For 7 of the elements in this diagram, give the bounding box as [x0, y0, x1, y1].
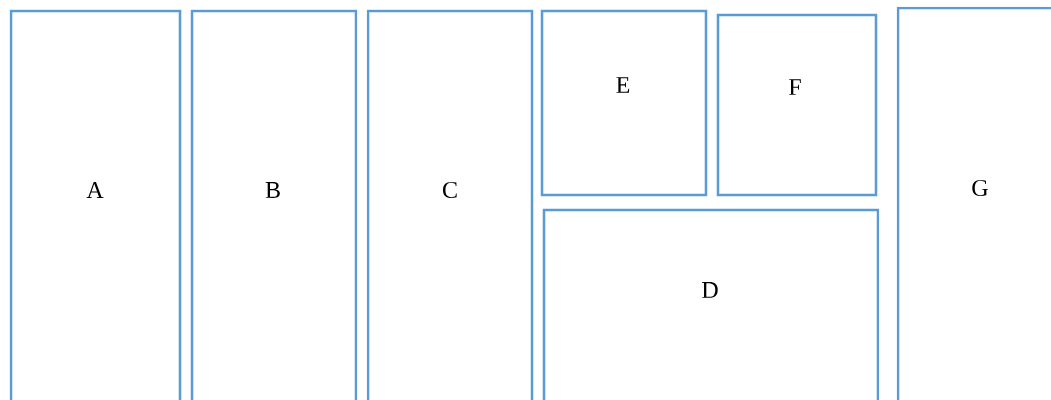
box: F	[716, 13, 878, 197]
box: E	[540, 9, 708, 197]
box: B	[190, 9, 358, 400]
box: A	[9, 9, 182, 400]
box: C	[366, 9, 534, 400]
box: D	[542, 208, 880, 400]
box: G	[896, 6, 1051, 400]
